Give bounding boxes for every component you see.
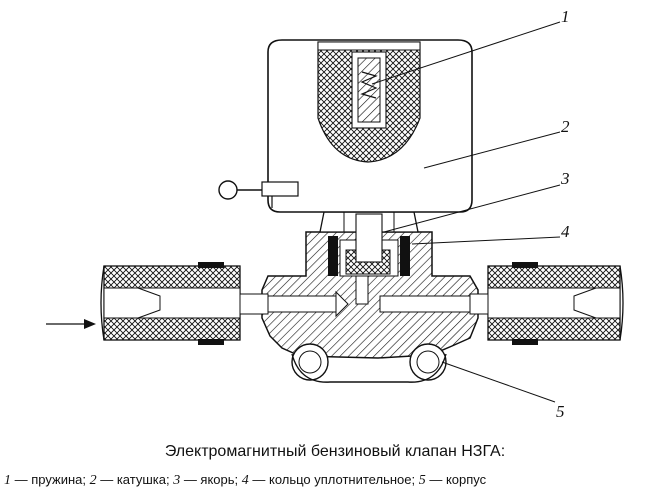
callout-1: 1 [561,7,570,26]
leader-lines [371,21,561,403]
legend-text-3: — якорь; [180,472,242,487]
inlet-arrow [46,319,96,329]
callout-5: 5 [556,402,565,421]
caption-title: Электромагнитный бензиновый клапан НЗГА: [164,443,506,460]
legend-num-4: 4 [241,473,249,488]
armature-nut [319,211,419,263]
legend-num-3: 3 [173,473,181,488]
left-pipe [100,262,241,345]
legend-text-4: — кольцо уплотнительное; [248,472,419,487]
right-pipe [487,262,624,345]
callout-3: 3 [561,169,570,188]
legend-num-5: 5 [418,473,426,488]
legend-text-5: — корпус [425,472,487,487]
legend-num-2: 2 [89,473,97,488]
valve-body [239,231,489,383]
terminal [218,180,299,208]
coil-housing [267,39,473,213]
legend-text-2: — катушка; [96,472,174,487]
callout-2: 2 [561,117,570,136]
sealing-ring [328,236,410,276]
callout-4: 4 [561,222,570,241]
caption-legend: 1 — пружина; 2 — катушка; 3 — якорь; 4 —… [4,472,670,489]
legend-num-1: 1 [4,473,11,488]
legend-text-1: — пружина; [11,472,90,487]
